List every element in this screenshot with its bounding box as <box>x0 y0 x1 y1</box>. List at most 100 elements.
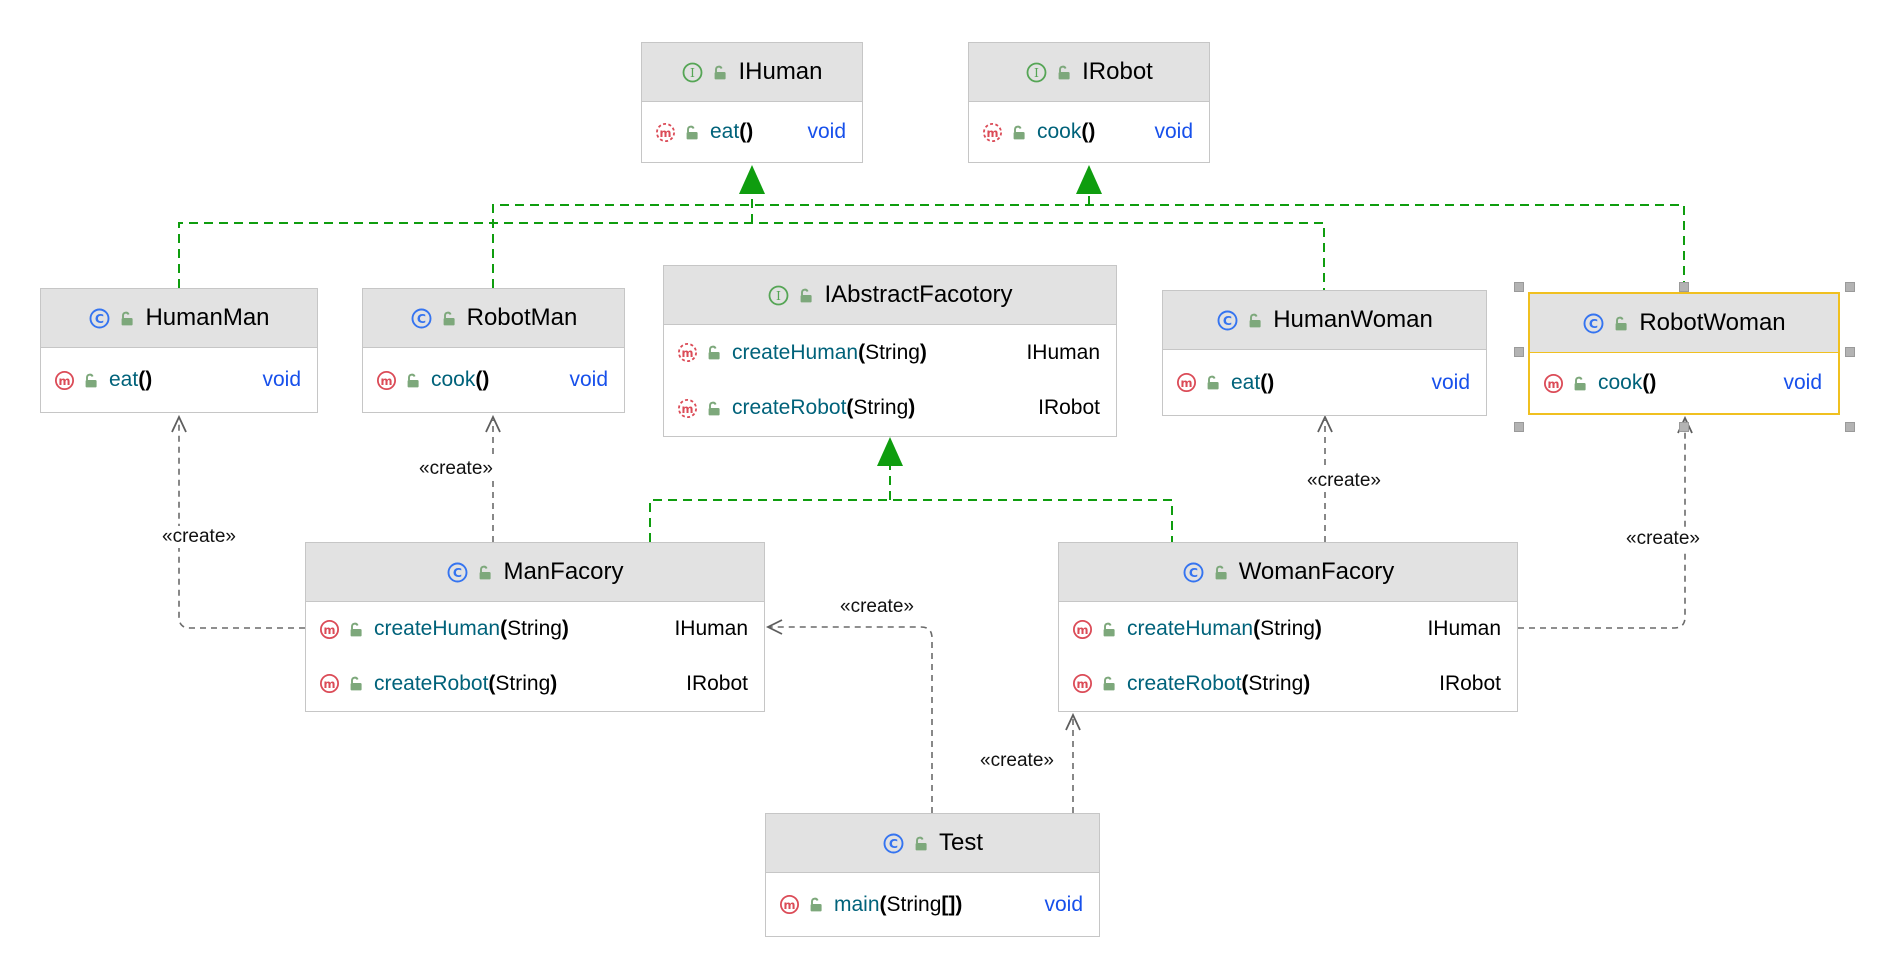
method-signature: createHuman(String) <box>1127 617 1322 641</box>
public-lock-icon <box>476 564 493 581</box>
method-signature: cook() <box>431 368 489 392</box>
selection-handle-top-right[interactable] <box>1845 282 1855 292</box>
class-icon <box>88 307 111 330</box>
class-box-test[interactable]: Test main(String[]) void <box>765 813 1100 937</box>
class-box-humanman[interactable]: HumanMan eat() void <box>40 288 318 413</box>
method-signature: eat() <box>109 368 152 392</box>
interface-icon <box>1025 61 1048 84</box>
class-box-header: IAbstractFacotory <box>664 266 1116 325</box>
class-box-womanfacory[interactable]: WomanFacory createHuman(String) IHuman c… <box>1058 542 1518 712</box>
class-box-robotwoman[interactable]: RobotWoman cook() void <box>1528 292 1840 415</box>
class-name: RobotWoman <box>1639 309 1786 336</box>
class-box-header: WomanFacory <box>1059 543 1517 602</box>
public-lock-icon <box>683 124 700 141</box>
method-row: createHuman(String) IHuman <box>1059 602 1517 657</box>
method-params: (String) <box>1253 617 1322 641</box>
class-name: IHuman <box>738 58 823 85</box>
class-box-ihuman[interactable]: IHuman eat() void <box>641 42 863 163</box>
method-row: cook() void <box>363 348 624 412</box>
selection-handle-bottom-left[interactable] <box>1514 422 1524 432</box>
selection-handle-mid-left[interactable] <box>1514 347 1524 357</box>
method-params: (String[]) <box>879 892 963 916</box>
interface-icon <box>681 61 704 84</box>
method-name: main <box>834 892 880 916</box>
public-lock-icon <box>440 310 457 327</box>
triangle-arrowhead-ihuman <box>739 165 765 194</box>
create-edge-label: «create» <box>1624 528 1702 550</box>
selection-handle-top-center[interactable] <box>1679 282 1689 292</box>
class-box-robotman[interactable]: RobotMan cook() void <box>362 288 625 413</box>
class-icon <box>882 832 905 855</box>
public-lock-icon <box>1612 315 1629 332</box>
class-box-header: IRobot <box>969 43 1209 102</box>
method-params: () <box>739 120 754 143</box>
class-icon <box>1216 309 1239 332</box>
method-return-type: void <box>807 120 846 143</box>
edge-create-womanfacory-robotwoman <box>1518 421 1686 629</box>
method-return-type: void <box>262 368 301 391</box>
edge-realization-factory-bus <box>649 499 1173 542</box>
interface-icon <box>767 284 790 307</box>
class-box-iabstractfacotory[interactable]: IAbstractFacotory createHuman(String) IH… <box>663 265 1117 437</box>
public-lock-icon <box>711 64 728 81</box>
abstract-method-icon <box>982 122 1003 143</box>
method-signature: createHuman(String) <box>374 617 569 641</box>
selection-handle-top-left[interactable] <box>1514 282 1524 292</box>
triangle-arrowhead-irobot <box>1076 165 1102 194</box>
abstract-method-icon <box>677 342 698 363</box>
method-icon <box>376 370 397 391</box>
method-icon <box>1072 619 1093 640</box>
method-name: createHuman <box>732 340 859 364</box>
create-edge-label: «create» <box>838 596 916 618</box>
selection-handle-bottom-center[interactable] <box>1679 422 1689 432</box>
method-name: eat <box>109 368 139 391</box>
class-box-header: HumanWoman <box>1163 291 1486 350</box>
method-params: () <box>138 368 153 391</box>
class-box-header: HumanMan <box>41 289 317 348</box>
selection-handle-bottom-right[interactable] <box>1845 422 1855 432</box>
class-box-header: Test <box>766 814 1099 873</box>
public-lock-icon <box>705 400 722 417</box>
class-box-header: RobotMan <box>363 289 624 348</box>
abstract-method-icon <box>655 122 676 143</box>
create-edge-label: «create» <box>160 526 238 548</box>
method-signature: createRobot(String) <box>1127 672 1310 696</box>
method-params: () <box>475 368 490 391</box>
class-box-irobot[interactable]: IRobot cook() void <box>968 42 1210 163</box>
public-lock-icon <box>912 835 929 852</box>
method-row: main(String[]) void <box>766 873 1099 936</box>
class-name: Test <box>938 829 983 856</box>
public-lock-icon <box>797 287 814 304</box>
method-name: cook <box>431 368 476 391</box>
method-icon <box>779 894 800 915</box>
method-row: eat() void <box>1163 350 1486 415</box>
method-row: eat() void <box>642 102 862 162</box>
class-name: IRobot <box>1082 58 1153 85</box>
method-row: createHuman(String) IHuman <box>664 325 1116 381</box>
method-row: createRobot(String) IRobot <box>664 381 1116 437</box>
method-signature: createRobot(String) <box>374 672 557 696</box>
method-signature: cook() <box>1598 371 1656 395</box>
method-signature: eat() <box>710 120 753 144</box>
selection-handle-mid-right[interactable] <box>1845 347 1855 357</box>
public-lock-icon <box>705 344 722 361</box>
method-return-type: void <box>1044 892 1083 916</box>
public-lock-icon <box>1204 374 1221 391</box>
method-row: createRobot(String) IRobot <box>1059 657 1517 712</box>
method-icon <box>1543 373 1564 394</box>
method-name: createHuman <box>1127 617 1254 641</box>
public-lock-icon <box>1055 64 1072 81</box>
class-box-humanwoman[interactable]: HumanWoman eat() void <box>1162 290 1487 416</box>
create-edge-label: «create» <box>978 750 1056 772</box>
method-icon <box>319 673 340 694</box>
method-return-type: IRobot <box>686 671 748 695</box>
class-box-manfacory[interactable]: ManFacory createHuman(String) IHuman cre… <box>305 542 765 712</box>
method-icon <box>54 370 75 391</box>
method-params: () <box>1642 371 1657 394</box>
class-name: RobotMan <box>466 304 578 331</box>
method-icon <box>1176 372 1197 393</box>
class-box-header: RobotWoman <box>1530 294 1838 353</box>
open-arrowhead-humanwoman <box>1317 414 1333 433</box>
method-name: eat <box>1231 370 1261 394</box>
